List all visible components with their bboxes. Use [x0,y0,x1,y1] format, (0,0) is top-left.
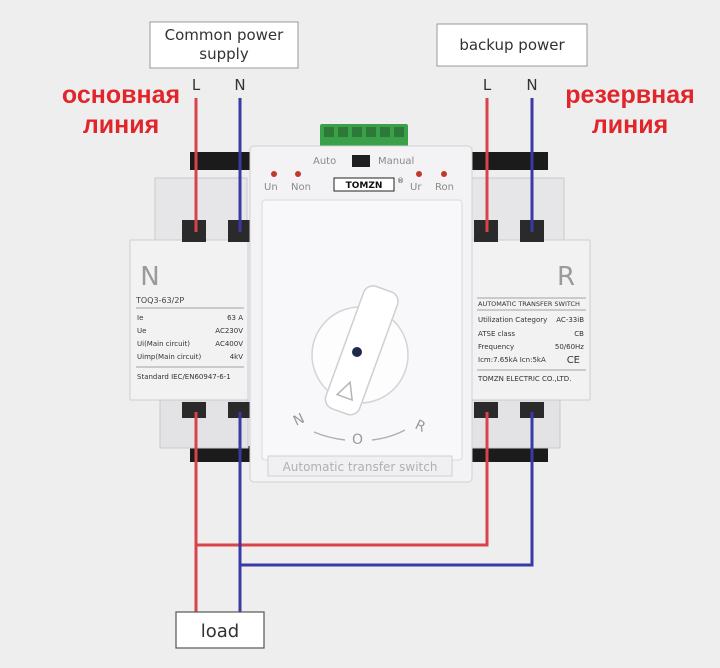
front-caption: Automatic transfer switch [283,460,438,474]
spec-left-3-val: AC400V [215,340,243,348]
reserve-line-ru-1: резервная [565,81,694,109]
brand-box [333,177,395,192]
indicator-ron-label: Ron [435,182,454,193]
spec-left-4-val: 4kV [230,353,244,361]
spec-right-1-val: AC-33iB [556,316,584,324]
front-caption-box [267,455,453,477]
common-supply-box [149,21,299,69]
indicator-non-led [295,171,301,177]
dial-arrow-right [371,429,406,441]
wires [194,98,534,612]
rotary-handle[interactable] [323,283,401,417]
brand-logo: TOMZN [346,181,383,191]
right-module: R AUTOMATIC TRANSFER SWITCH Utilization … [471,177,591,449]
indicator-un-label: Un [264,182,278,193]
backup-N-label: N [526,76,537,94]
spec-left-3-key: Ui(Main circuit) [137,340,190,348]
maker-label: TOMZN ELECTRIC CO.,LTD. [477,375,571,383]
indicator-un-led [271,171,277,177]
spec-left-1-val: 63 A [227,314,243,322]
load-box [175,611,265,649]
indicator-non-label: Non [291,182,311,193]
spec-left-1-key: Ie [137,314,143,322]
backup-power-label: backup power [459,36,565,54]
reserve-line-ru-2: линия [592,111,668,139]
spec-left-2-key: Ue [137,327,146,335]
model-label: TOQ3-63/2P [135,296,184,305]
indicator-ur-label: Ur [410,182,422,193]
spec-right-2-val: CB [574,330,584,338]
mode-manual-label: Manual [378,156,414,167]
control-unit: Auto Manual Un Non TOMZN ® Ur Ron N O R … [249,145,473,483]
bridge-N-wire [240,412,534,567]
indicator-ur-led [416,171,422,177]
spec-right-4-key: Icm:7.65kA Icn:5kA [478,356,546,364]
main-line-ru-1: основная [62,81,180,109]
backup-L-label: L [483,76,492,94]
right-module-letter: R [557,262,575,292]
dial-arrow-left [313,431,346,441]
common-supply-line1: Common power [165,26,285,44]
spec-right-2-key: ATSE class [478,330,515,338]
bottom-terminals [182,402,544,418]
mode-switch[interactable] [352,155,370,167]
control-terminal-block [320,124,408,148]
right-title: AUTOMATIC TRANSFER SWITCH [478,300,580,308]
load-label: load [201,621,239,642]
brand-registered: ® [397,177,404,185]
bridge-L-wire [196,412,489,547]
spec-right-1-key: Utilization Category [478,316,547,324]
left-module-letter: N [140,262,159,292]
main-line-ru-2: линия [83,111,159,139]
spec-left-2-val: AC230V [215,327,243,335]
dial-center-screw [352,347,362,357]
dial-O-label: O [352,432,363,448]
ce-mark: CE [567,355,580,366]
spec-right-3-key: Frequency [478,343,514,351]
spec-left-4-key: Uimp(Main circuit) [137,353,201,361]
backup-power-box [436,23,588,67]
spec-right-3-val: 50/60Hz [555,343,584,351]
standard-label: Standard IEC/EN60947-6-1 [137,373,231,381]
main-L-label: L [192,76,201,94]
common-supply-line2: supply [199,45,249,63]
main-N-label: N [234,76,245,94]
mode-auto-label: Auto [313,156,336,167]
indicator-ron-led [441,171,447,177]
